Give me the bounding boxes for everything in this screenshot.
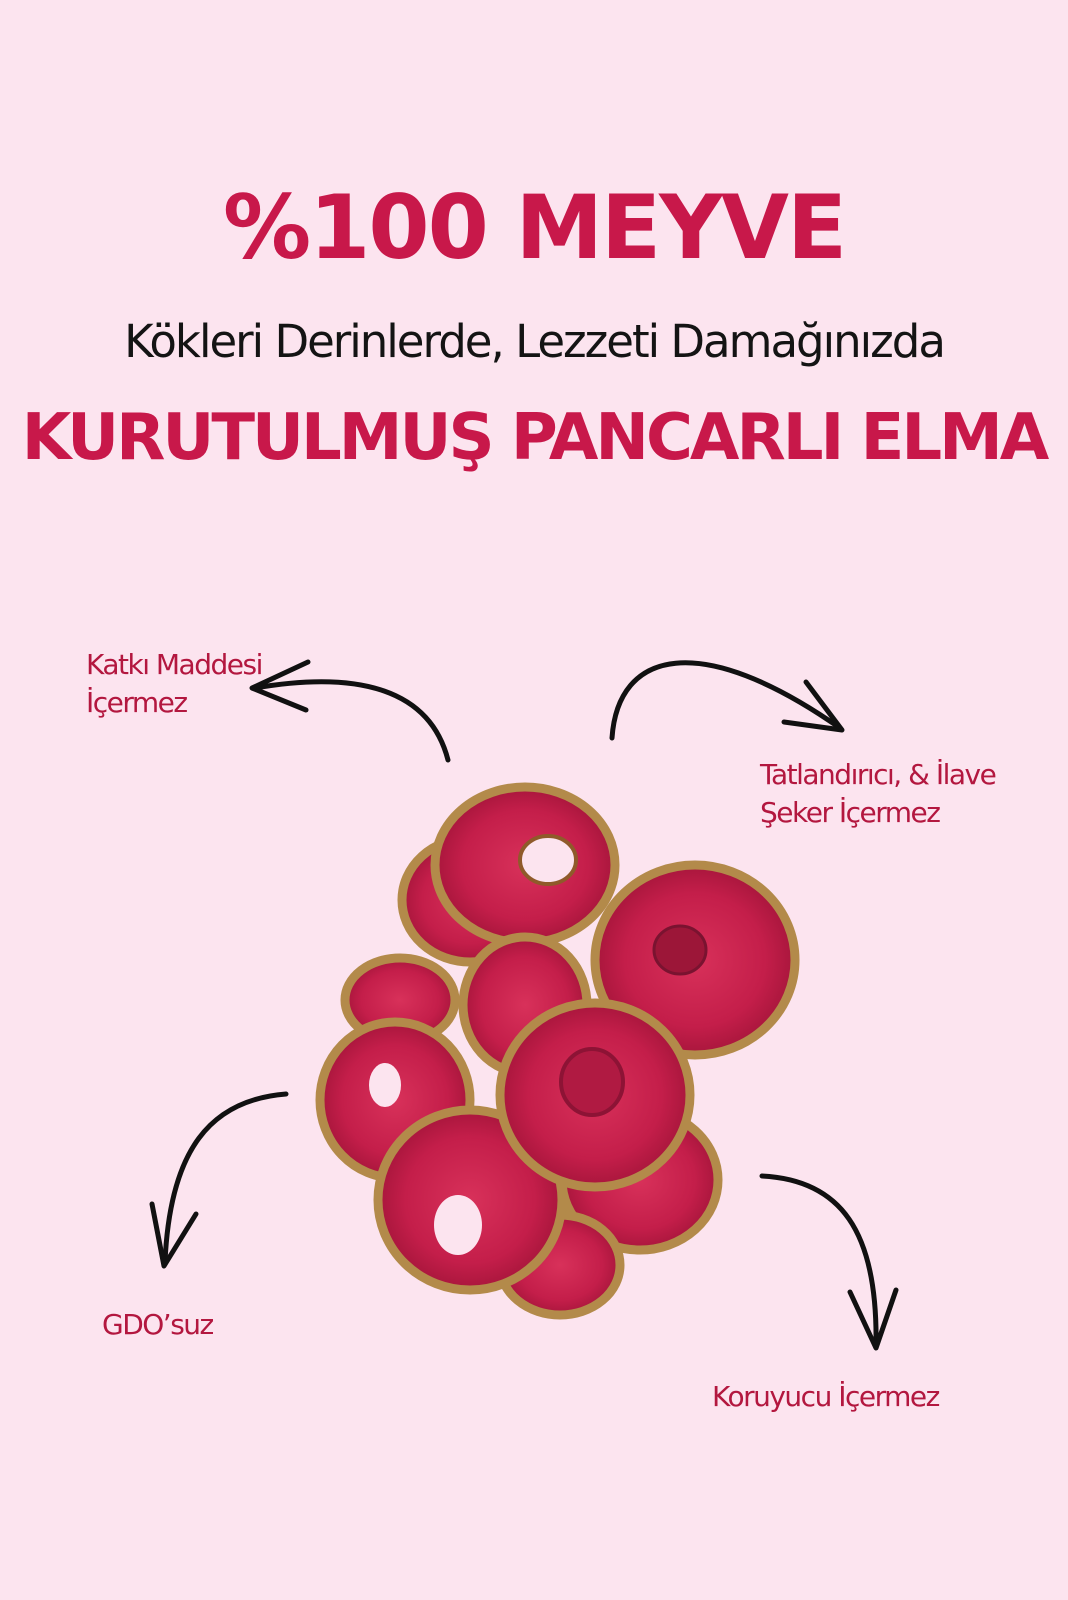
tagline: Kökleri Derinlerde, Lezzeti Damağınızda [124,315,946,368]
feature-no-preservatives: Koruyucu İçermez [712,1380,940,1413]
dried-apple-slices-image [315,782,800,1320]
headline: %100 MEYVE [222,176,847,279]
arrow-no-preservatives [759,1173,879,1349]
arrow-head-no-preservatives [847,1287,899,1351]
apple-slice [430,782,620,948]
feature-no-additives: Katkı Maddesi İçermez [86,648,263,719]
product-name: KURUTULMUŞ PANCARLI ELMA [21,401,1050,475]
feature-no-sweetener: Tatlandırıcı, & İlave Şeker İçermez [760,758,997,829]
apple-slice [373,1105,567,1295]
apple-slice [495,998,695,1192]
arrow-no-sweetener [609,660,843,741]
arrow-no-additives [252,679,451,763]
arrow-head-non-gmo [149,1201,199,1269]
arrow-head-no-additives [249,659,311,713]
apple-slice [590,860,800,1060]
arrow-non-gmo [162,1091,289,1265]
feature-non-gmo: GDO’suz [102,1308,214,1341]
arrow-head-no-sweetener [781,679,845,733]
